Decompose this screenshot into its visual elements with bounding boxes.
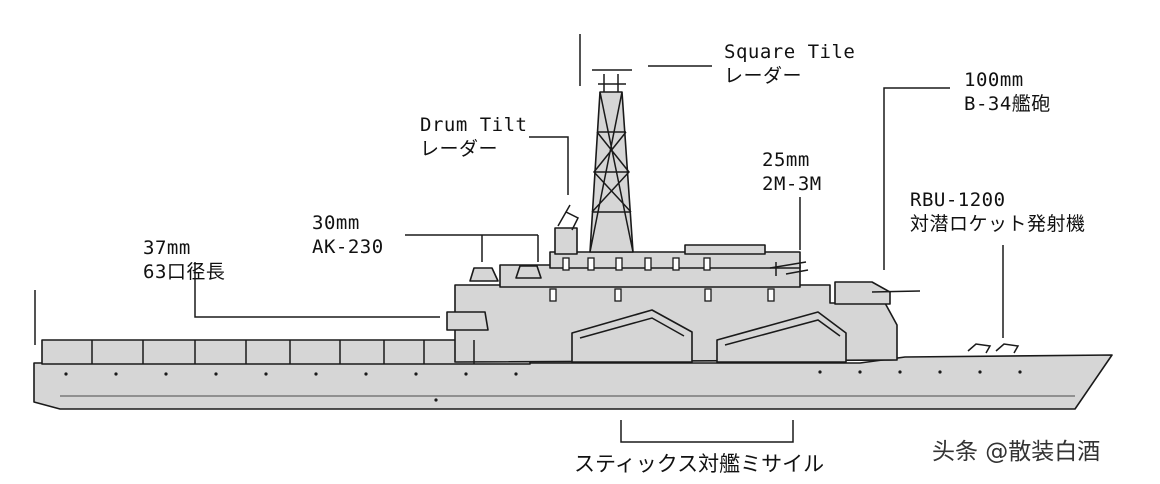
label-ak230: 30mm AK-230 xyxy=(312,211,384,259)
label-styx-missile: スティックス対艦ミサイル xyxy=(574,452,825,476)
leader-drum-tilt xyxy=(529,136,569,195)
label-square-tile-line1: Square Tile xyxy=(724,41,856,63)
gun-100mm-barrel xyxy=(871,290,921,293)
missile-hatch-lines xyxy=(579,317,841,346)
label-ak230-line2: AK-230 xyxy=(312,236,384,258)
rail-dividers xyxy=(91,340,475,364)
label-square-tile-radar: Square Tile レーダー xyxy=(724,40,855,88)
leader-ak230 xyxy=(405,234,539,262)
hull xyxy=(33,354,1113,410)
label-drum-tilt-line1: Drum Tilt xyxy=(420,114,528,136)
label-37mm-line1: 37mm xyxy=(143,237,191,259)
leader-100mm xyxy=(883,87,950,270)
leader-styx xyxy=(620,420,794,443)
drum-tilt-radar xyxy=(557,204,580,231)
mast-bracing xyxy=(589,91,634,253)
rbu-launcher xyxy=(967,343,1020,354)
label-37mm-line2: 63口径長 xyxy=(143,261,226,283)
label-rbu-line2: 対潜ロケット発射機 xyxy=(910,213,1086,235)
gun-37mm-mount xyxy=(446,311,489,331)
label-rbu-line1: RBU-1200 xyxy=(910,189,1006,211)
label-100mm-line1: 100mm xyxy=(964,69,1024,91)
gun-25mm xyxy=(769,261,809,276)
label-100mm-gun: 100mm B-34艦砲 xyxy=(964,68,1051,116)
label-square-tile-line2: レーダー xyxy=(724,65,803,87)
gun-100mm-turret xyxy=(834,281,891,305)
label-25mm-line2: 2M-3M xyxy=(762,173,822,195)
label-rbu-1200: RBU-1200 対潜ロケット発射機 xyxy=(910,188,1086,236)
label-25mm-gun: 25mm 2M-3M xyxy=(762,148,822,196)
label-drum-tilt-radar: Drum Tilt レーダー xyxy=(420,113,527,161)
label-25mm-line1: 25mm xyxy=(762,149,810,171)
mast-top xyxy=(579,34,632,92)
label-ak230-line1: 30mm xyxy=(312,212,360,234)
label-37mm-gun: 37mm 63口径長 xyxy=(143,236,225,284)
ak230-turret-1 xyxy=(469,267,499,282)
label-100mm-line2: B-34艦砲 xyxy=(964,93,1051,115)
ak230-turret-2 xyxy=(515,265,542,279)
watermark: 头条 @散装白酒 xyxy=(932,439,1101,465)
mast-base xyxy=(554,227,578,255)
leader-37mm xyxy=(194,262,440,318)
bridge-top xyxy=(684,244,766,255)
label-drum-tilt-line2: レーダー xyxy=(420,138,499,160)
missile-launcher-aft xyxy=(716,311,847,363)
